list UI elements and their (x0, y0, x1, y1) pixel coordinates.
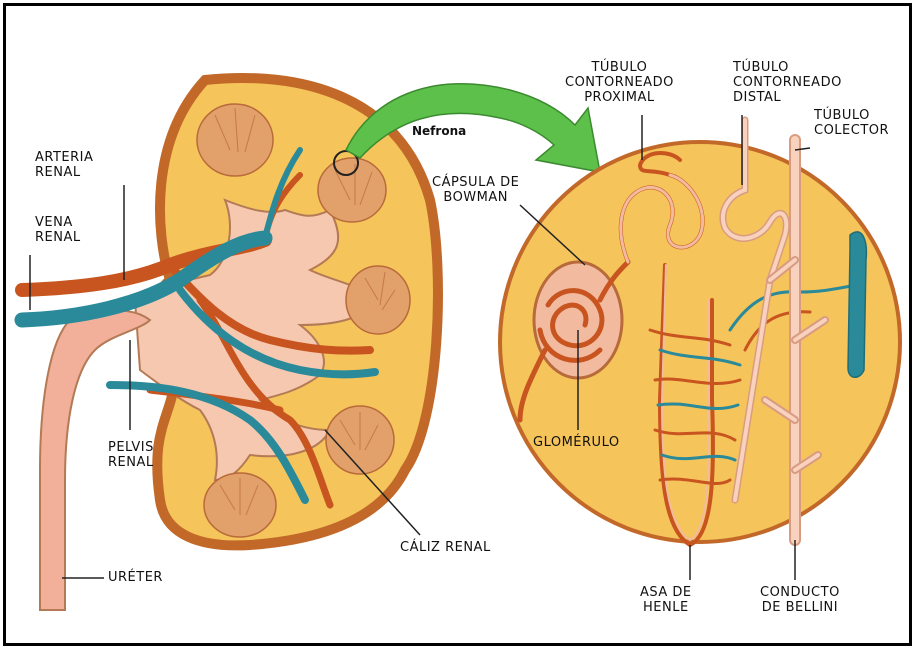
label-line: CONDUCTO (760, 585, 840, 600)
label-nefrona: Nefrona (412, 124, 466, 139)
label-line: DE BELLINI (760, 600, 840, 615)
label-arteria-renal: ARTERIA RENAL (35, 150, 93, 180)
label-tubulo-proximal: TÚBULO CONTORNEADO PROXIMAL (565, 60, 674, 105)
label-text: URÉTER (108, 570, 163, 585)
label-line: DISTAL (733, 90, 842, 105)
label-conducto-bellini: CONDUCTO DE BELLINI (760, 585, 840, 615)
label-text: GLOMÉRULO (533, 435, 620, 450)
label-line: ASA DE (640, 585, 692, 600)
label-tubulo-colector: TÚBULO COLECTOR (814, 108, 889, 138)
label-line: TÚBULO (733, 60, 842, 75)
label-vena-renal: VENA RENAL (35, 215, 81, 245)
label-text: CÁLIZ RENAL (400, 540, 491, 555)
label-line: PROXIMAL (565, 90, 674, 105)
label-capsula-bowman: CÁPSULA DE BOWMAN (432, 175, 519, 205)
kidney (135, 78, 438, 545)
label-pelvis-renal: PELVIS RENAL (108, 440, 154, 470)
nephron-vein (848, 232, 866, 377)
label-line: CÁPSULA DE (432, 175, 519, 190)
label-line: BOWMAN (432, 190, 519, 205)
label-line: TÚBULO (814, 108, 889, 123)
nephron-detail (500, 120, 900, 545)
label-line: RENAL (35, 230, 81, 245)
label-line: TÚBULO (565, 60, 674, 75)
label-line: RENAL (35, 165, 93, 180)
label-line: ARTERIA (35, 150, 93, 165)
label-asa-henle: ASA DE HENLE (640, 585, 692, 615)
pyramid (318, 158, 386, 222)
label-text: Nefrona (412, 124, 466, 138)
label-tubulo-distal: TÚBULO CONTORNEADO DISTAL (733, 60, 842, 105)
label-line: CONTORNEADO (565, 75, 674, 90)
label-line: CONTORNEADO (733, 75, 842, 90)
label-glomerulo: GLOMÉRULO (533, 435, 620, 450)
label-line: VENA (35, 215, 81, 230)
label-ureter: URÉTER (108, 570, 163, 585)
label-line: RENAL (108, 455, 154, 470)
label-line: PELVIS (108, 440, 154, 455)
label-caliz-renal: CÁLIZ RENAL (400, 540, 491, 555)
label-line: COLECTOR (814, 123, 889, 138)
label-line: HENLE (640, 600, 692, 615)
